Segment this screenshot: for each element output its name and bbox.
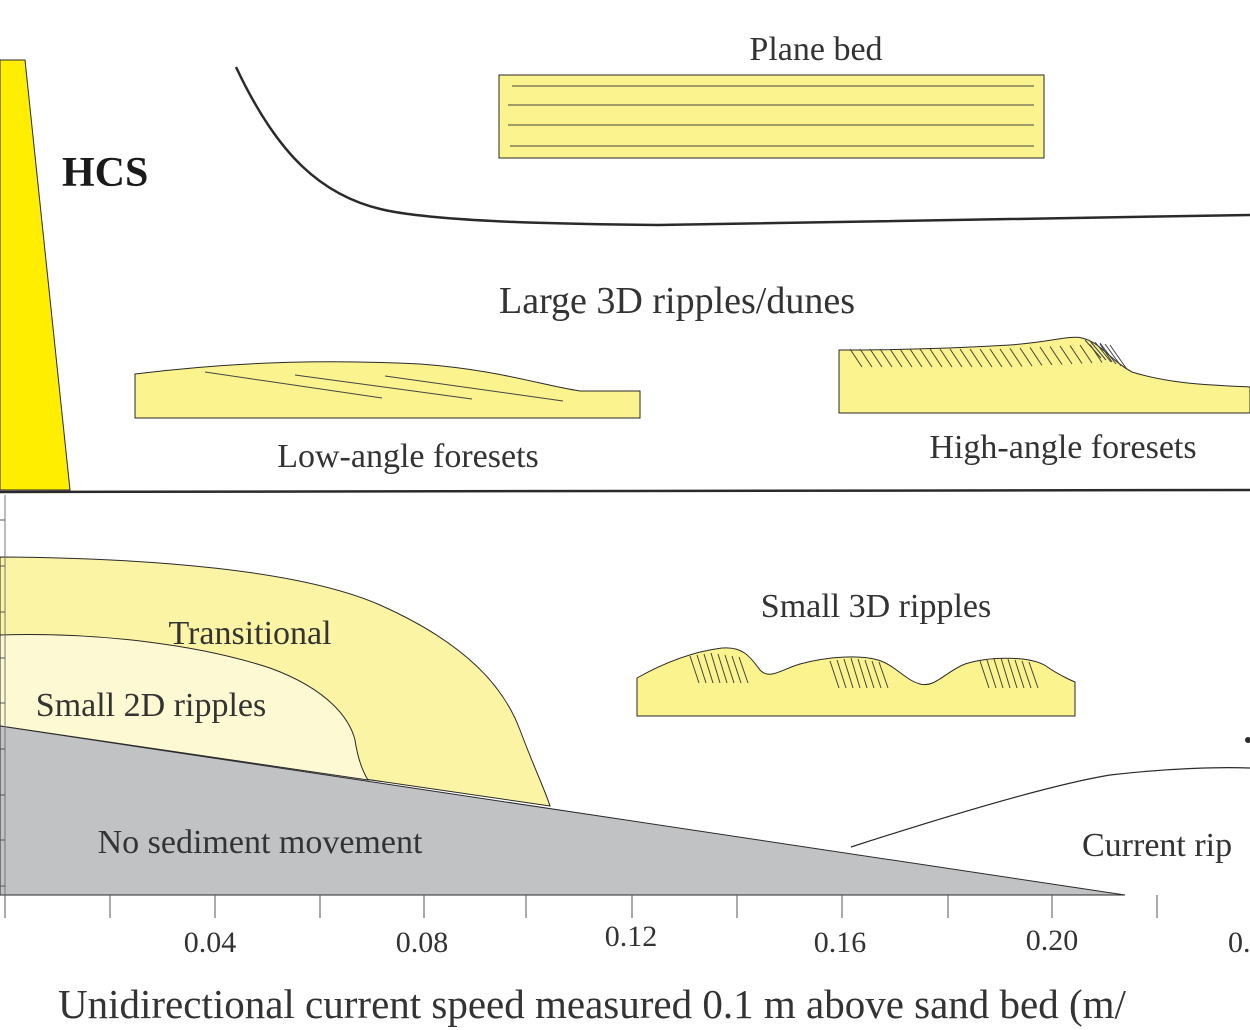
foreset-line [1099,342,1117,365]
foreset-line [1009,348,1023,367]
ripple-foreset-line [979,660,990,689]
ripple-foreset-line [731,655,742,684]
ripple-foreset-line [1007,658,1018,689]
x-tick-label: 0.08 [396,926,449,959]
foreset-line [1059,345,1073,365]
low-angle-foresets-label: Low-angle foresets [277,438,539,475]
ripple-foreset-line [829,660,840,689]
ripple-foreset-line [703,653,714,684]
ripple-foreset-line [710,652,721,684]
x-axis-title: Unidirectional current speed measured 0.… [58,981,1127,1027]
foreset-line [1069,345,1083,364]
foreset-line [929,348,943,368]
ripple-foreset-line [843,658,854,689]
foreset-line [1104,343,1122,367]
foreset-line [889,348,903,368]
transitional-label: Transitional [168,615,331,652]
plane-bed-label: Plane bed [749,31,882,68]
partial-marker [1245,737,1250,743]
ripple-foreset-line [850,657,861,689]
ripple-foreset-line [724,654,735,684]
ripple-foreset-line [1021,660,1032,689]
low-angle-foresets-sketch [134,361,641,419]
y-axis-ticks [0,519,5,887]
large-3d-ripples-label: Large 3D ripples/dunes [499,280,855,322]
dune-ripple-boundary [0,488,1250,494]
no-movement-region [0,725,1126,896]
foreset-line [879,348,893,368]
ripple-foreset-line [993,658,1004,689]
foreset-line [989,348,1003,368]
foreset-line [859,348,873,368]
high-angle-foresets-sketch [838,336,1250,414]
ripple-foreset-line [689,655,700,684]
small-2d-region [0,634,369,781]
foreset-line [939,348,953,368]
ripple-foreset-line [986,659,997,689]
ripple-foreset-line [857,658,868,689]
ripple-foreset-line [864,659,875,689]
foreset-line [969,348,983,368]
ripple-foreset-line [738,656,749,684]
foreset-line [959,348,973,368]
foreset-line [1089,340,1107,361]
foreset-line [1019,347,1033,367]
ripple-foreset-line [1014,659,1025,689]
ripple-foreset-line [696,654,707,684]
x-tick-label: 0.20 [1026,924,1079,957]
current-ripples-label: Current rip [1082,827,1232,864]
foreset-line [869,348,883,368]
foreset-line [949,348,963,368]
x-axis-ticks [4,895,1158,918]
small-3d-ripples-label: Small 3D ripples [761,588,991,625]
hcs-label: HCS [62,150,148,196]
foreset-line [1079,344,1093,364]
small-3d-ripples-sketch [636,647,1076,717]
no-sediment-movement-label: No sediment movement [98,824,423,861]
plane-bed-sketch [498,74,1045,159]
ripple-foreset-line [1028,661,1039,689]
small-2d-ripples-label: Small 2D ripples [36,687,266,724]
ripple-foreset-line [717,653,728,684]
x-tick-label: 0.16 [814,926,867,959]
foreset-line [1099,343,1113,363]
hcs-wedge [0,59,71,491]
ripple-foreset-line [1000,657,1011,689]
x-tick-label: 0. [1228,926,1250,959]
current-ripples-boundary [850,767,1250,848]
foreset-line [1039,346,1053,366]
foreset-line [899,348,913,368]
foreset-line [979,348,993,368]
x-tick-label: 0.04 [184,926,237,959]
ripple-foreset-line [878,661,889,689]
foreset-line [999,348,1013,368]
foreset-line [849,348,863,368]
foreset-line [1084,339,1102,359]
ripple-foreset-line [871,660,882,689]
foreset-line [909,348,923,368]
ripple-foreset-line [836,659,847,689]
high-angle-foresets-label: High-angle foresets [929,429,1196,466]
foreset-line [1109,344,1127,369]
foreset-line [919,348,933,368]
plane-bed-boundary [234,66,1250,227]
foreset-line [1094,341,1112,363]
foreset-line [1049,346,1063,365]
x-tick-label: 0.12 [605,920,658,953]
foreset-line [1029,347,1043,366]
